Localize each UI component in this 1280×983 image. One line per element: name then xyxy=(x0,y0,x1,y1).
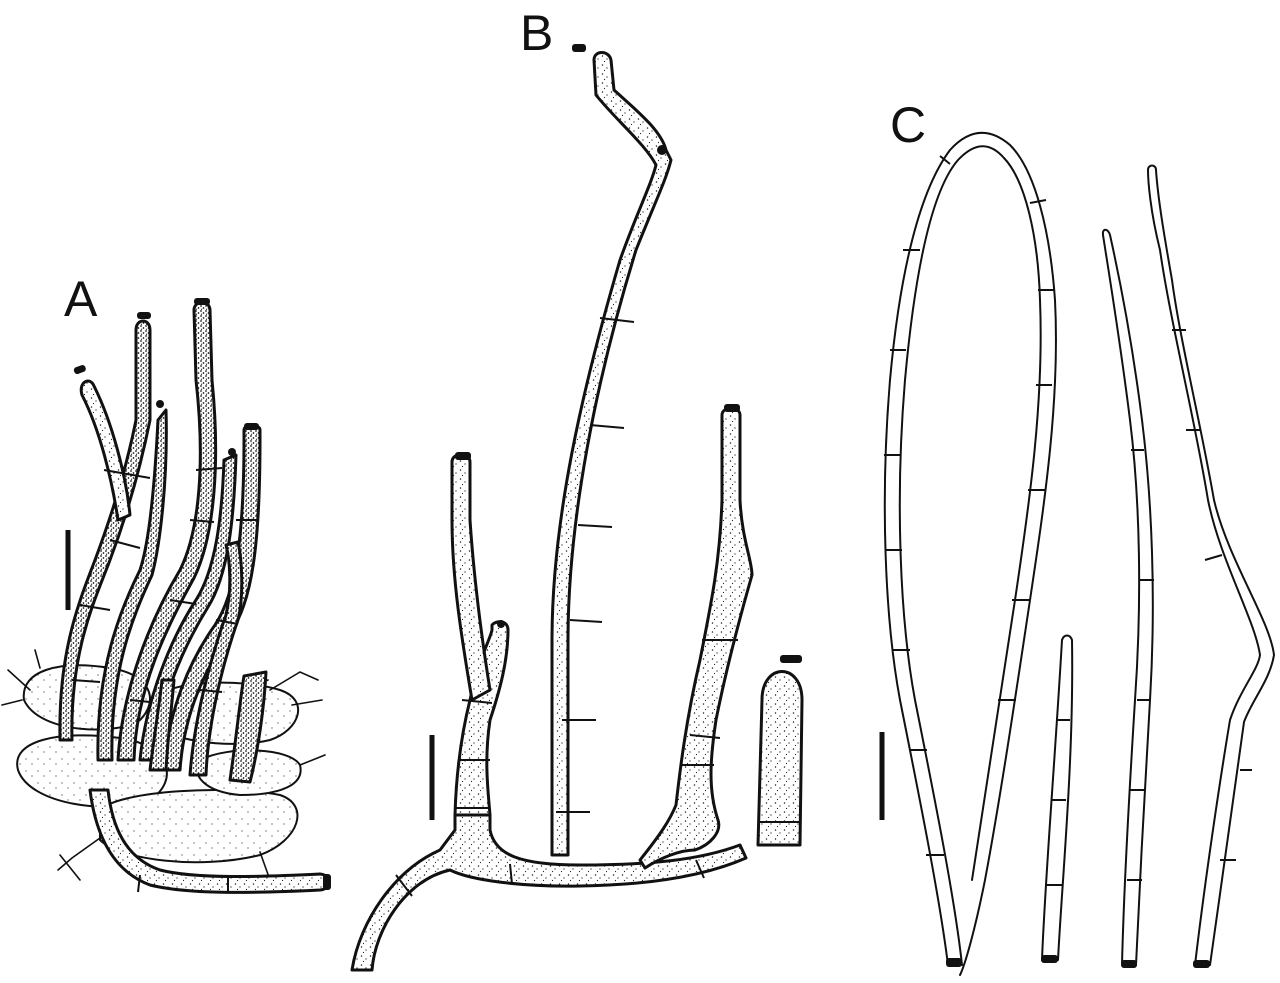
slender-conidium-c2 xyxy=(1147,164,1275,968)
slender-conidium-c1 xyxy=(1101,228,1154,968)
panel-label-c: C xyxy=(890,97,926,153)
short-conidium-c xyxy=(1041,634,1074,963)
conidiophores-a xyxy=(58,298,331,894)
looped-conidium-c xyxy=(883,131,1057,976)
panel-b: B xyxy=(350,5,804,972)
right-conidiophore-b xyxy=(638,404,804,870)
panel-c: C xyxy=(879,97,1275,976)
panel-label-a: A xyxy=(64,271,98,327)
tall-conidiophore-b xyxy=(550,44,673,857)
basal-hypha-b xyxy=(350,452,748,972)
panel-a: A xyxy=(1,271,331,894)
panel-label-b: B xyxy=(520,5,553,61)
